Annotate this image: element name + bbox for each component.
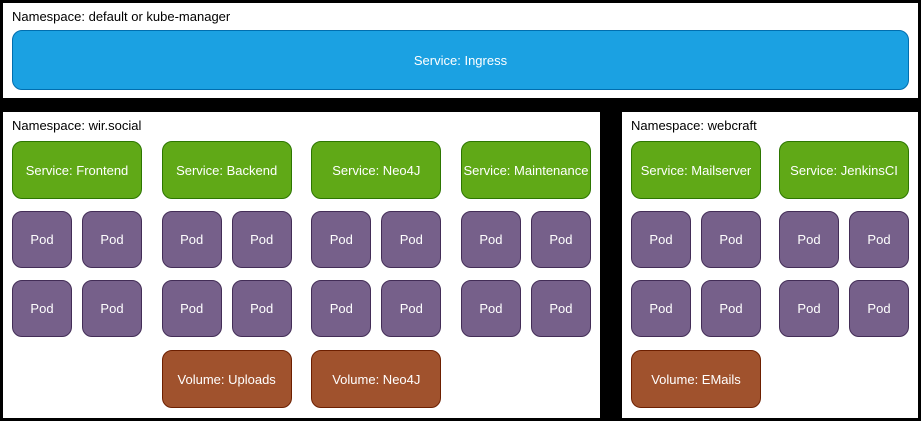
pod-box: Pod	[849, 280, 909, 337]
pod-box: Pod	[231, 211, 292, 268]
service-box-mailserver: Service: Mailserver	[631, 141, 761, 199]
pod-grid: Pod Pod Pod Pod	[12, 211, 142, 337]
pod-box: Pod	[161, 280, 222, 337]
pod-box: Pod	[460, 211, 521, 268]
service-box-maintenance: Service: Maintenance	[460, 141, 591, 199]
service-box-neo4j: Service: Neo4J	[311, 141, 442, 199]
pod-box: Pod	[82, 211, 142, 268]
pod-grid: Pod Pod Pod Pod	[311, 211, 442, 337]
pod-box: Pod	[701, 211, 761, 268]
pod-box: Pod	[311, 211, 372, 268]
group-frontend: Service: Frontend Pod Pod Pod Pod	[12, 141, 142, 408]
namespace-panel-default: Namespace: default or kube-manager Servi…	[3, 3, 918, 98]
pod-box: Pod	[82, 280, 142, 337]
pod-grid: Pod Pod Pod Pod	[631, 211, 761, 337]
service-groups: Service: Mailserver Pod Pod Pod Pod Volu…	[631, 141, 909, 408]
service-box-ingress: Service: Ingress	[12, 30, 909, 90]
pod-box: Pod	[161, 211, 222, 268]
pod-grid: Pod Pod Pod Pod	[779, 211, 909, 337]
volume-box-uploads: Volume: Uploads	[161, 350, 292, 408]
pod-box: Pod	[849, 211, 909, 268]
pod-box: Pod	[460, 280, 521, 337]
service-box-backend: Service: Backend	[161, 141, 292, 199]
service-groups: Service: Frontend Pod Pod Pod Pod Servic…	[12, 141, 591, 408]
group-backend: Service: Backend Pod Pod Pod Pod Volume:…	[161, 141, 292, 408]
pod-box: Pod	[12, 211, 72, 268]
pod-grid: Pod Pod Pod Pod	[161, 211, 292, 337]
volume-box-neo4j: Volume: Neo4J	[311, 350, 442, 408]
pod-grid: Pod Pod Pod Pod	[460, 211, 591, 337]
group-maintenance: Service: Maintenance Pod Pod Pod Pod	[460, 141, 591, 408]
pod-box: Pod	[381, 280, 442, 337]
pod-box: Pod	[631, 211, 691, 268]
pod-box: Pod	[12, 280, 72, 337]
pod-box: Pod	[701, 280, 761, 337]
namespace-panel-wir-social: Namespace: wir.social Service: Frontend …	[3, 112, 600, 418]
service-box-frontend: Service: Frontend	[12, 141, 142, 199]
pod-box: Pod	[530, 211, 591, 268]
group-jenkinsci: Service: JenkinsCI Pod Pod Pod Pod	[779, 141, 909, 408]
namespace-label: Namespace: wir.social	[12, 118, 142, 133]
namespace-label: Namespace: default or kube-manager	[12, 9, 231, 24]
pod-box: Pod	[231, 280, 292, 337]
pod-box: Pod	[779, 280, 839, 337]
pod-box: Pod	[779, 211, 839, 268]
group-mailserver: Service: Mailserver Pod Pod Pod Pod Volu…	[631, 141, 761, 408]
volume-box-emails: Volume: EMails	[631, 350, 761, 408]
pod-box: Pod	[381, 211, 442, 268]
pod-box: Pod	[631, 280, 691, 337]
group-neo4j: Service: Neo4J Pod Pod Pod Pod Volume: N…	[311, 141, 442, 408]
namespace-label: Namespace: webcraft	[631, 118, 757, 133]
pod-box: Pod	[311, 280, 372, 337]
service-box-jenkinsci: Service: JenkinsCI	[779, 141, 909, 199]
pod-box: Pod	[530, 280, 591, 337]
namespace-panel-webcraft: Namespace: webcraft Service: Mailserver …	[622, 112, 918, 418]
